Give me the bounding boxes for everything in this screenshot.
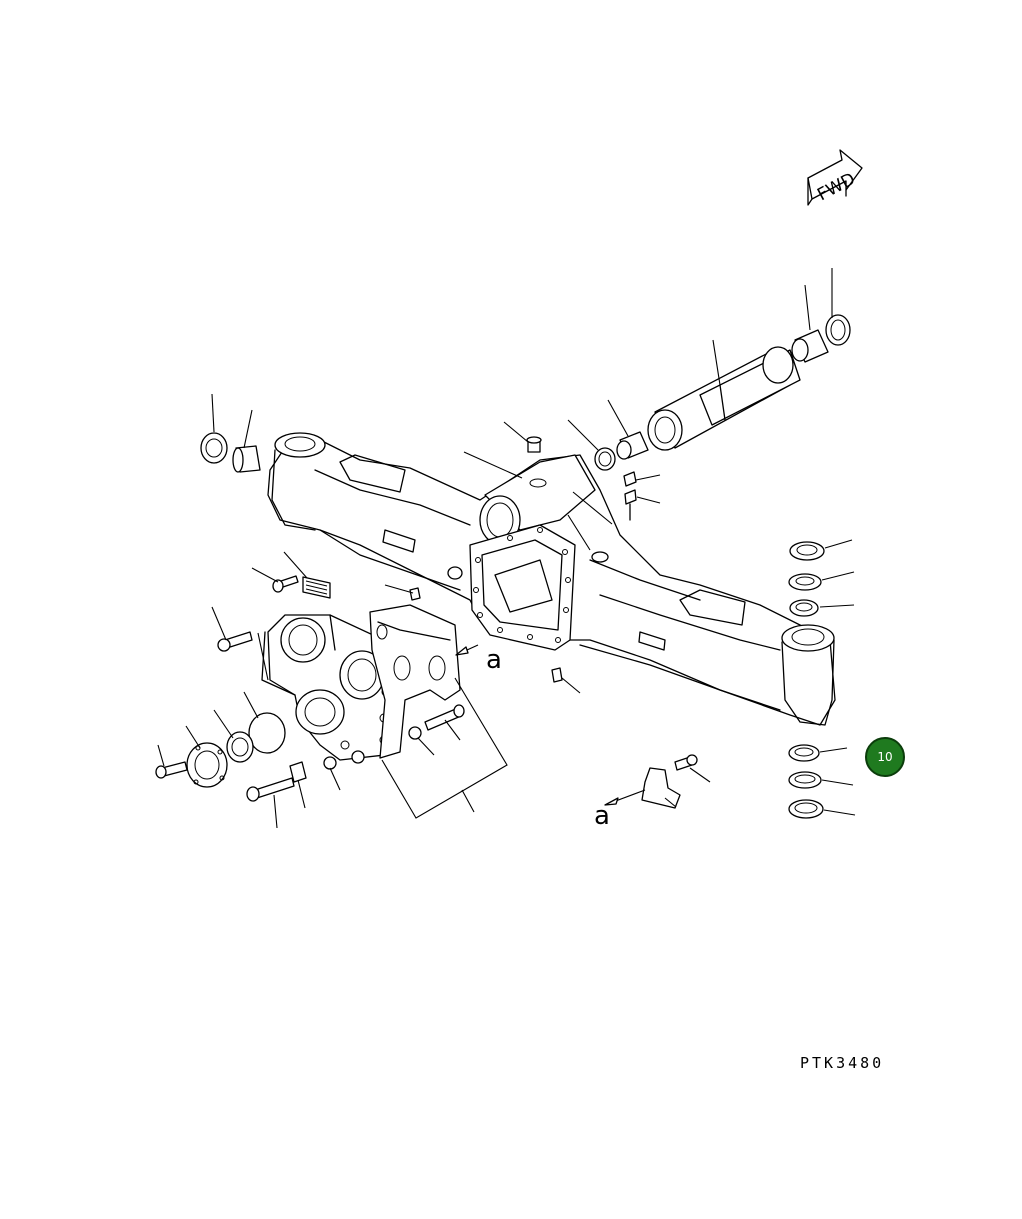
detail-a-bracket xyxy=(604,754,698,809)
leader-lines xyxy=(157,268,856,829)
fwd-arrow-icon: FWD xyxy=(807,149,863,206)
drawing-number: PTK3480 xyxy=(800,1054,884,1072)
highlight-badge[interactable]: 10 xyxy=(865,737,905,777)
center-plugs xyxy=(526,436,637,521)
left-lower-parts xyxy=(155,631,465,802)
detail-label-a-upper: a xyxy=(486,645,502,675)
pivot-pin-assembly xyxy=(594,314,851,471)
differential-carrier xyxy=(261,604,461,761)
highlight-badge-label: 10 xyxy=(877,750,892,764)
left-bushing-set xyxy=(200,432,261,473)
axle-housing xyxy=(267,432,836,726)
detail-label-a-lower: a xyxy=(594,801,610,831)
plate-and-bolt xyxy=(272,566,463,601)
right-seal-stack xyxy=(788,541,825,819)
